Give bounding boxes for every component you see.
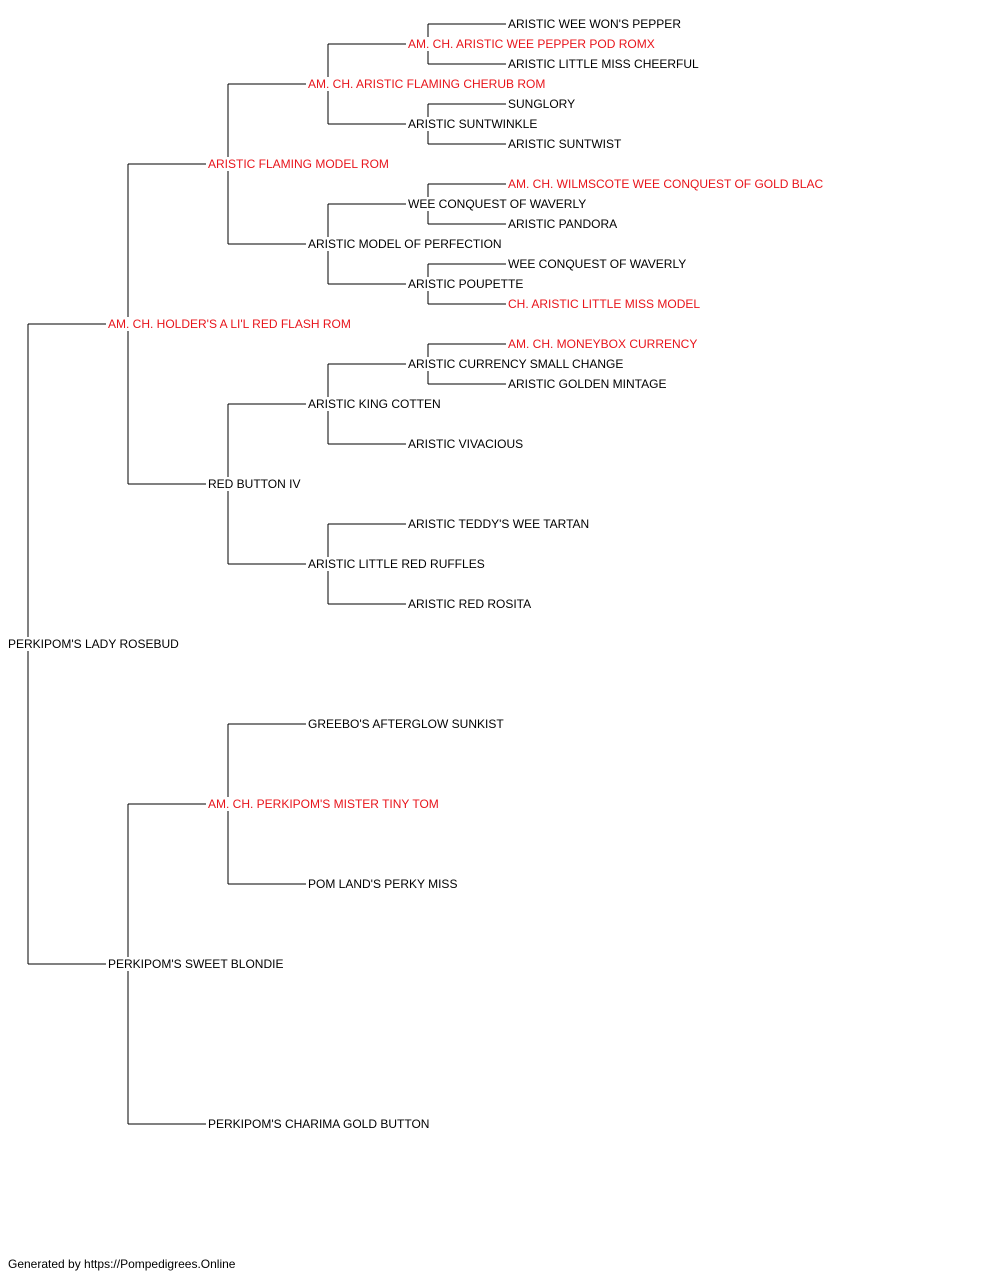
dog-name-aristic-suntwinkle: ARISTIC SUNTWINKLE — [406, 117, 540, 131]
dog-name-greebo-s-afterglow-sunkist: GREEBO'S AFTERGLOW SUNKIST — [306, 717, 506, 731]
dog-name-am-ch-wilmscote-wee-conquest-of-gold-blac: AM. CH. WILMSCOTE WEE CONQUEST OF GOLD B… — [506, 177, 826, 191]
dog-name-am-ch-moneybox-currency: AM. CH. MONEYBOX CURRENCY — [506, 337, 700, 351]
dog-name-aristic-currency-small-change: ARISTIC CURRENCY SMALL CHANGE — [406, 357, 626, 371]
dog-name-perkipom-s-charima-gold-button: PERKIPOM'S CHARIMA GOLD BUTTON — [206, 1117, 432, 1131]
dog-name-red-button-iv: RED BUTTON IV — [206, 477, 303, 491]
dog-name-aristic-little-red-ruffles: ARISTIC LITTLE RED RUFFLES — [306, 557, 487, 571]
dog-name-aristic-poupette: ARISTIC POUPETTE — [406, 277, 526, 291]
dog-name-am-ch-aristic-wee-pepper-pod-romx: AM. CH. ARISTIC WEE PEPPER POD ROMX — [406, 37, 657, 51]
dog-name-am-ch-perkipom-s-mister-tiny-tom: AM. CH. PERKIPOM'S MISTER TINY TOM — [206, 797, 441, 811]
dog-name-aristic-little-miss-cheerful: ARISTIC LITTLE MISS CHEERFUL — [506, 57, 701, 71]
dog-name-aristic-pandora: ARISTIC PANDORA — [506, 217, 620, 231]
dog-name-perkipom-s-sweet-blondie: PERKIPOM'S SWEET BLONDIE — [106, 957, 286, 971]
dog-name-am-ch-holder-s-a-li-l-red-flash-rom: AM. CH. HOLDER'S A LI'L RED FLASH ROM — [106, 317, 353, 331]
dog-name-perkipom-s-lady-rosebud: PERKIPOM'S LADY ROSEBUD — [6, 637, 181, 651]
dog-name-aristic-red-rosita: ARISTIC RED ROSITA — [406, 597, 534, 611]
dog-name-wee-conquest-of-waverly: WEE CONQUEST OF WAVERLY — [406, 197, 589, 211]
dog-name-aristic-suntwist: ARISTIC SUNTWIST — [506, 137, 624, 151]
dog-name-aristic-king-cotten: ARISTIC KING COTTEN — [306, 397, 443, 411]
generated-by-footer: Generated by https://Pompedigrees.Online — [8, 1257, 236, 1271]
dog-name-aristic-flaming-model-rom: ARISTIC FLAMING MODEL ROM — [206, 157, 391, 171]
dog-name-aristic-model-of-perfection: ARISTIC MODEL OF PERFECTION — [306, 237, 504, 251]
dog-name-aristic-wee-won-s-pepper: ARISTIC WEE WON'S PEPPER — [506, 17, 683, 31]
dog-name-aristic-vivacious: ARISTIC VIVACIOUS — [406, 437, 526, 451]
dog-name-sunglory: SUNGLORY — [506, 97, 578, 111]
dog-name-pom-land-s-perky-miss: POM LAND'S PERKY MISS — [306, 877, 460, 891]
dog-name-aristic-golden-mintage: ARISTIC GOLDEN MINTAGE — [506, 377, 669, 391]
dog-name-aristic-teddy-s-wee-tartan: ARISTIC TEDDY'S WEE TARTAN — [406, 517, 592, 531]
dog-name-ch-aristic-little-miss-model: CH. ARISTIC LITTLE MISS MODEL — [506, 297, 703, 311]
dog-name-am-ch-aristic-flaming-cherub-rom: AM. CH. ARISTIC FLAMING CHERUB ROM — [306, 77, 548, 91]
dog-name-wee-conquest-of-waverly: WEE CONQUEST OF WAVERLY — [506, 257, 689, 271]
